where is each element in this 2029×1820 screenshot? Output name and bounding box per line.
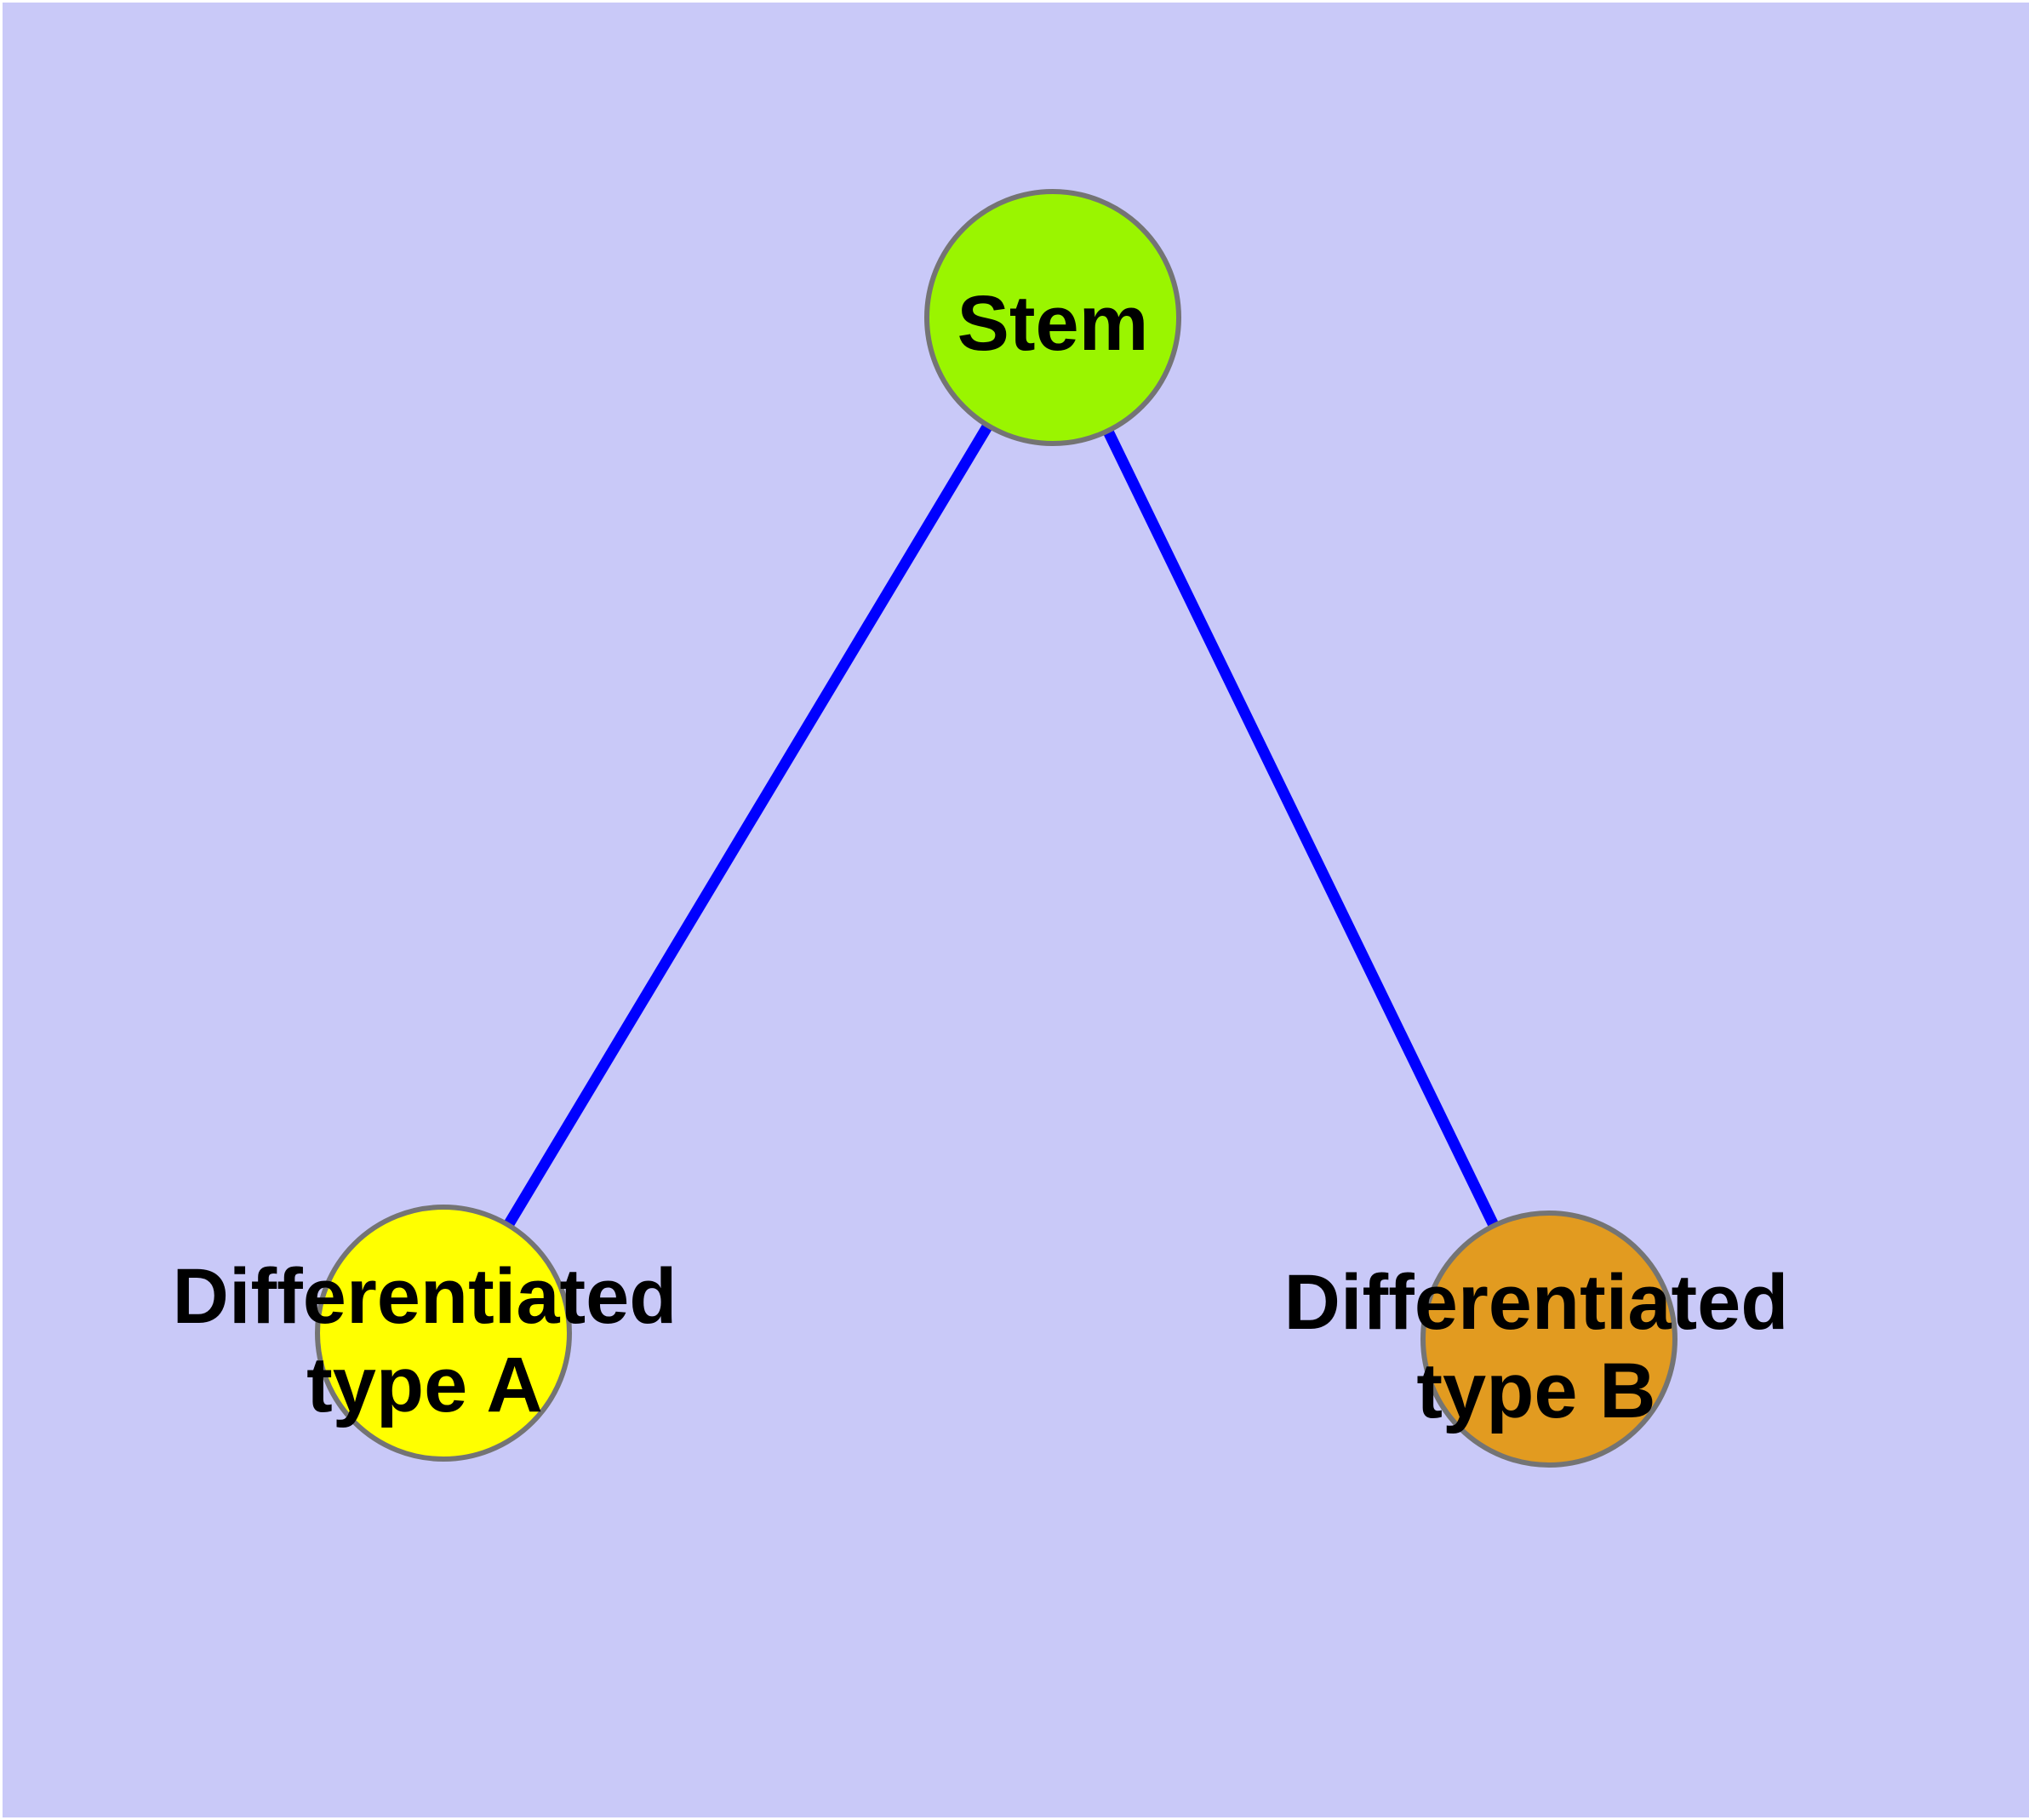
edge-stem-to-type-b[interactable] — [1048, 315, 1554, 1342]
node-differentiated-type-b[interactable] — [1420, 1210, 1677, 1468]
edge-stem-to-type-a[interactable] — [438, 314, 1058, 1336]
node-stem[interactable] — [924, 189, 1181, 446]
node-differentiated-type-a[interactable] — [315, 1205, 572, 1462]
